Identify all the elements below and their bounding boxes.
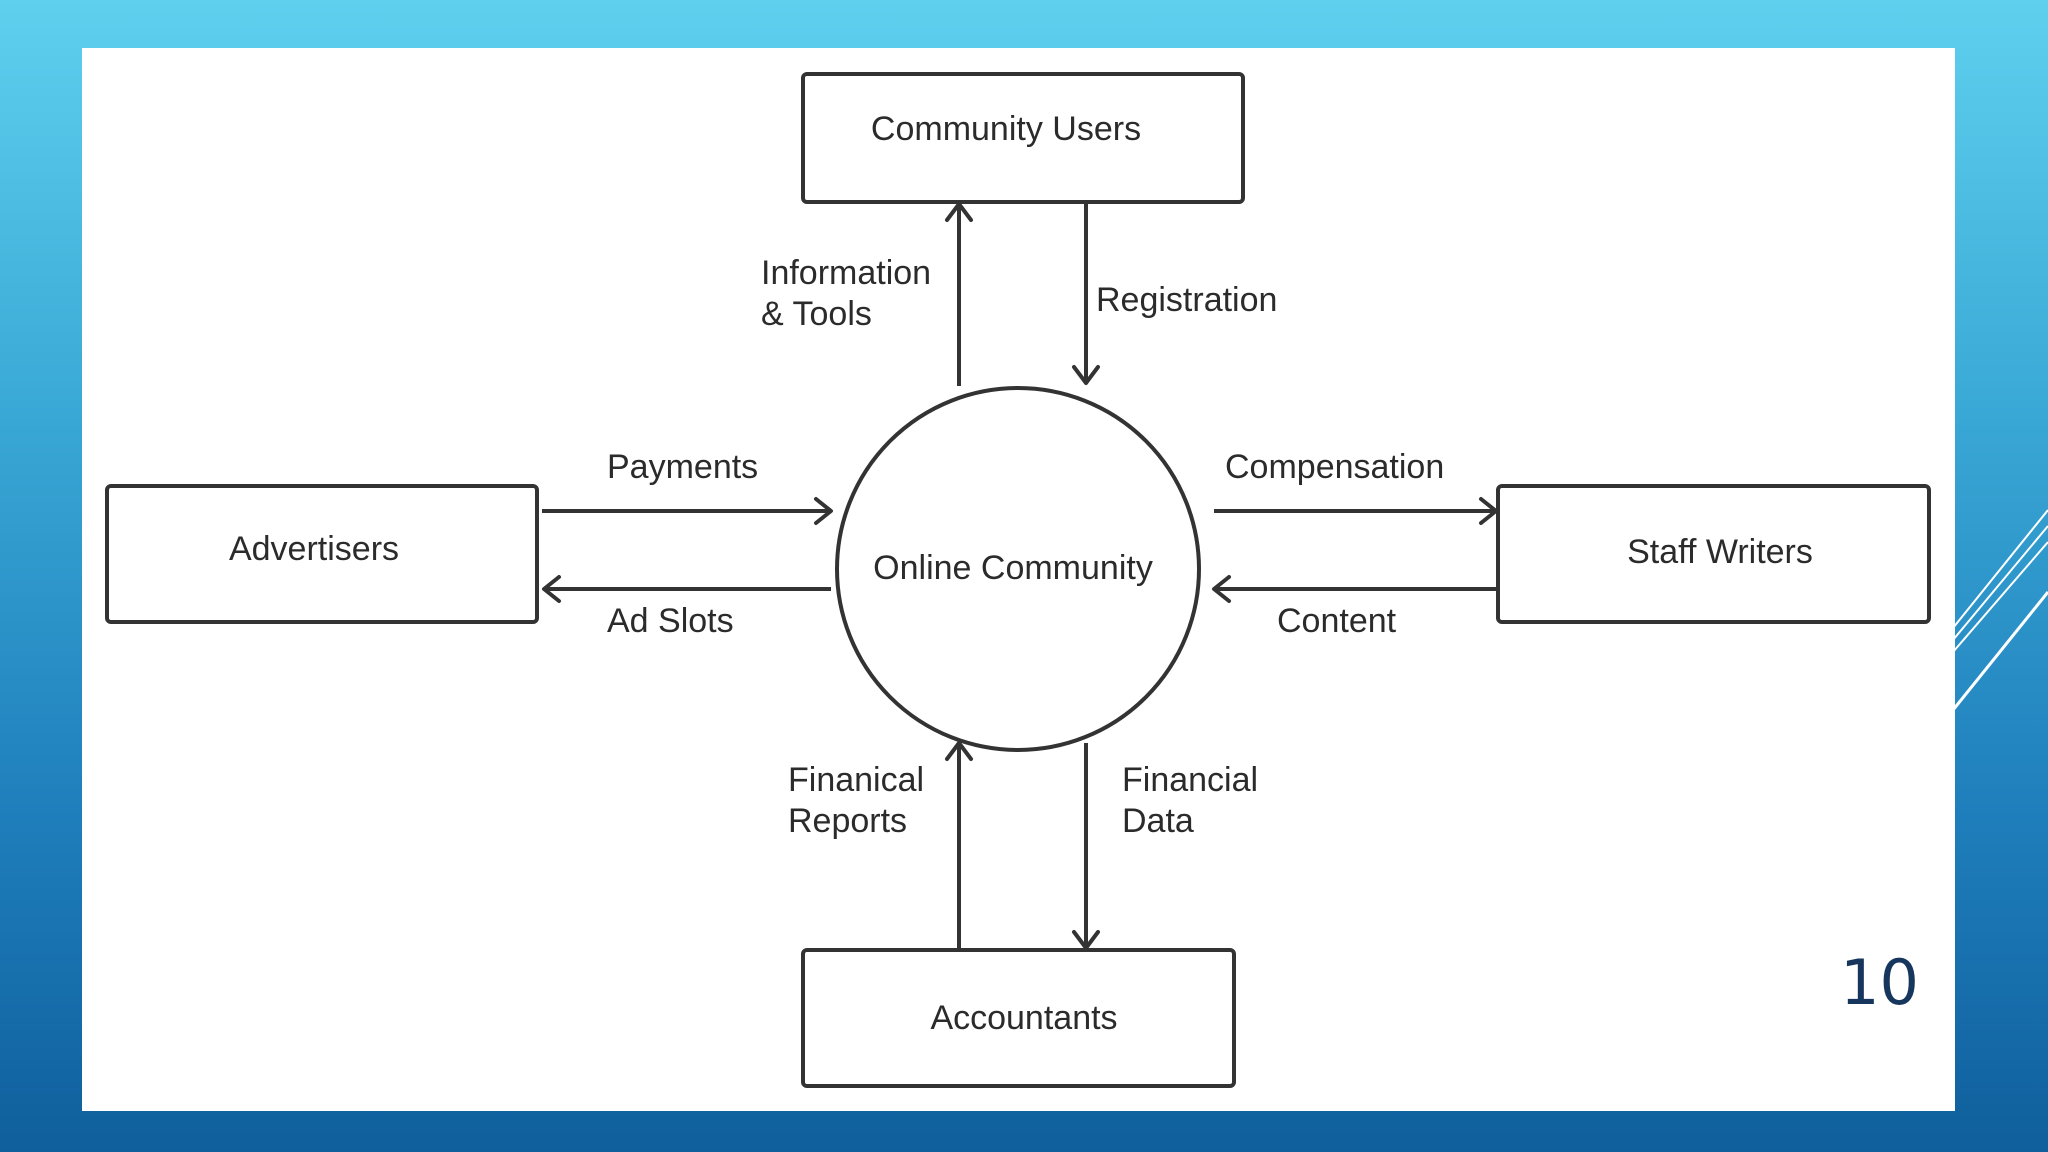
arrowhead-payments xyxy=(814,497,833,525)
arrowhead-registration xyxy=(1072,365,1100,385)
entity-label-advertisers: Advertisers xyxy=(229,530,399,568)
flow-label-financial-reports-2: Reports xyxy=(788,802,907,840)
flow-label-financial-data-1: Financial xyxy=(1122,761,1258,799)
entity-box-community-users xyxy=(801,72,1245,204)
process-circle-online-community xyxy=(835,386,1201,752)
entity-box-staff-writers xyxy=(1496,484,1931,624)
flow-label-content: Content xyxy=(1277,602,1397,640)
arrowhead-compensation xyxy=(1479,497,1498,525)
flow-label-information-tools-1: Information xyxy=(761,254,931,292)
flow-label-compensation: Compensation xyxy=(1225,448,1444,486)
entity-box-advertisers xyxy=(105,484,539,624)
arrowhead-financial-data xyxy=(1072,930,1100,950)
decorative-diagonal-lines xyxy=(1953,509,2048,711)
arrowhead-financial-reports xyxy=(945,741,973,761)
entity-label-community-users: Community Users xyxy=(871,110,1141,148)
slide-canvas: Community Users Advertisers Staff Writer… xyxy=(82,48,1955,1111)
flow-label-payments: Payments xyxy=(607,448,758,486)
arrowhead-information-tools xyxy=(945,202,973,222)
context-diagram: Community Users Advertisers Staff Writer… xyxy=(105,72,1931,1088)
process-label-online-community: Online Community xyxy=(873,549,1153,587)
flow-label-information-tools-2: & Tools xyxy=(761,295,872,333)
entity-label-staff-writers: Staff Writers xyxy=(1627,533,1813,571)
flow-label-registration: Registration xyxy=(1096,281,1277,319)
flow-label-financial-data-2: Data xyxy=(1122,802,1194,840)
arrowhead-content xyxy=(1212,575,1231,603)
flow-label-financial-reports-1: Finanical xyxy=(788,761,924,799)
entity-label-accountants: Accountants xyxy=(930,999,1117,1037)
arrowhead-ad-slots xyxy=(542,575,561,603)
entity-box-accountants xyxy=(801,948,1236,1088)
flow-label-ad-slots: Ad Slots xyxy=(607,602,734,640)
slide-number: 10 xyxy=(1840,946,1919,1019)
